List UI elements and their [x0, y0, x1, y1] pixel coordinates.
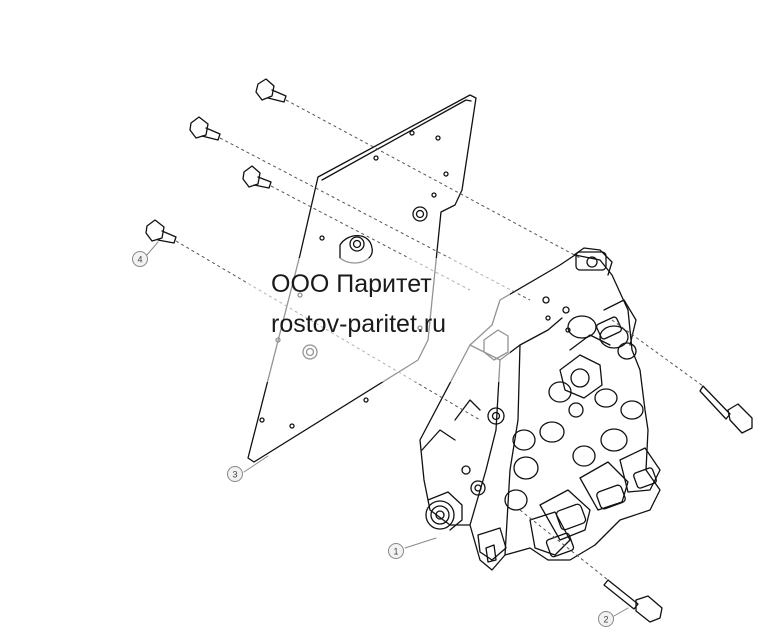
callout-1: 1	[388, 543, 404, 559]
watermark-company-name: ООО Паритет	[271, 270, 432, 298]
leader-line-1	[404, 537, 437, 549]
callout-3: 3	[227, 466, 243, 482]
watermark-website: rostov-paritet.ru	[271, 310, 447, 338]
bolt-left	[145, 219, 177, 244]
assembly-line-upper	[219, 137, 531, 301]
callout-2: 2	[598, 611, 614, 627]
callout-2-label: 2	[603, 615, 608, 625]
leader-line-4	[145, 241, 159, 257]
long-bolt-bottom	[603, 579, 663, 623]
assembly-line-top	[285, 99, 581, 259]
leader-line-2	[613, 607, 629, 617]
callout-3-label: 3	[232, 470, 237, 480]
assembly-line-bottom	[519, 509, 609, 581]
bolt-middle	[242, 165, 272, 189]
leader-line-3	[243, 455, 269, 473]
callout-1-label: 1	[393, 547, 398, 557]
callout-4: 4	[132, 251, 148, 267]
watermark-backdrop	[248, 258, 510, 382]
callout-4-label: 4	[137, 255, 142, 265]
assembly-line-right	[611, 319, 704, 387]
valve-block	[419, 247, 661, 571]
bolt-top	[255, 78, 287, 103]
long-bolt-right	[699, 385, 753, 434]
bolt-upper-left	[189, 116, 221, 141]
